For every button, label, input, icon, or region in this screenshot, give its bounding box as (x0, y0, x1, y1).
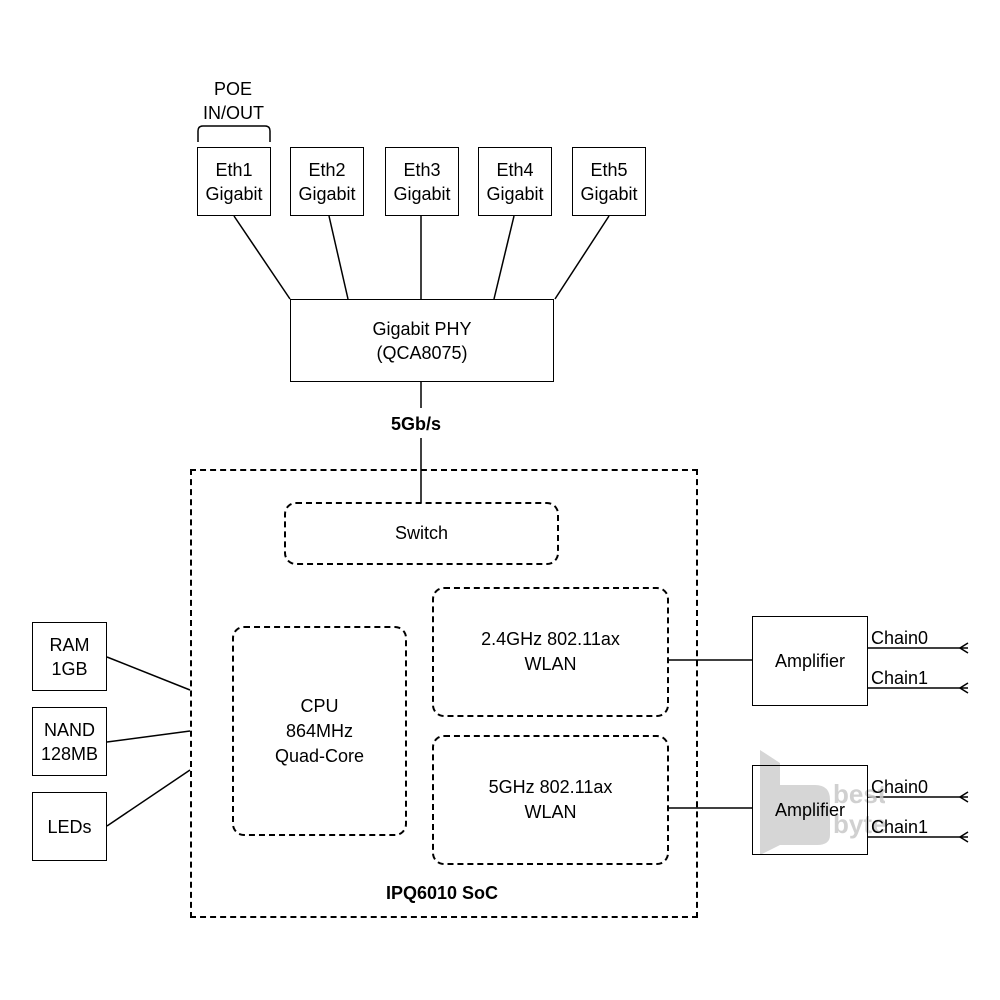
soc-container (190, 469, 698, 918)
cpu-cores: Quad-Core (274, 745, 365, 766)
eth3-port: Eth3 Gigabit (385, 147, 459, 216)
eth1-name: Eth1 (215, 159, 253, 180)
nand-block: NAND 128MB (32, 707, 107, 776)
leds-block: LEDs (32, 792, 107, 861)
amplifier-2g: Amplifier (752, 616, 868, 706)
wlan-2g-standard: 2.4GHz 802.11ax (481, 629, 620, 649)
leds-label: LEDs (47, 816, 92, 837)
eth2-speed: Gigabit (298, 183, 356, 204)
amp1-chain0-arrow (958, 642, 969, 654)
eth5-speed: Gigabit (580, 183, 638, 204)
wlan-2g-block: 2.4GHz 802.11ax WLAN (432, 587, 669, 717)
eth4-link (493, 215, 515, 300)
eth4-port: Eth4 Gigabit (478, 147, 552, 216)
amp1-chain1-arrow (958, 682, 969, 694)
eth2-name: Eth2 (308, 159, 346, 180)
watermark-logo: best byte (760, 750, 885, 855)
amp2-chain1-arrow (958, 831, 969, 843)
eth5-port: Eth5 Gigabit (572, 147, 646, 216)
cpu-block: CPU 864MHz Quad-Core (232, 626, 407, 836)
wlan-5g-block: 5GHz 802.11ax WLAN (432, 735, 669, 865)
link-speed-label: 5Gb/s (391, 414, 442, 434)
eth1-link (233, 215, 291, 300)
amplifier-5g: Amplifier (752, 765, 868, 855)
poe-label-line1: POE (214, 79, 253, 99)
ram-block: RAM 1GB (32, 622, 107, 691)
eth3-speed: Gigabit (393, 183, 451, 204)
eth5-name: Eth5 (590, 159, 628, 180)
amplifier-2g-label: Amplifier (774, 651, 845, 671)
nand-size: 128MB (40, 743, 99, 764)
phy-name: Gigabit PHY (372, 318, 472, 339)
switch-block: Switch (284, 502, 559, 565)
poe-label-line2: IN/OUT (203, 103, 264, 123)
gigabit-phy-block: Gigabit PHY (QCA8075) (290, 299, 554, 382)
nand-link (106, 730, 191, 743)
eth2-link (328, 215, 349, 300)
eth3-name: Eth3 (403, 159, 441, 180)
wlan-2g-label: WLAN (524, 654, 577, 674)
ram-label: RAM (49, 634, 90, 655)
nand-label: NAND (43, 719, 95, 740)
eth4-name: Eth4 (496, 159, 534, 180)
switch-label: Switch (394, 523, 448, 543)
ram-size: 1GB (51, 658, 88, 679)
wlan-5g-standard: 5GHz 802.11ax (488, 777, 613, 797)
amplifier-5g-label: Amplifier (774, 800, 845, 820)
watermark-text-byte: byte (833, 809, 885, 839)
eth5-link (554, 215, 610, 300)
leds-link (106, 769, 191, 827)
wlan-5g-label: WLAN (524, 802, 577, 822)
soc-label: IPQ6010 SoC (386, 883, 499, 903)
amp1-chain1-label: Chain1 (871, 668, 929, 688)
cpu-frequency: 864MHz (285, 720, 354, 741)
amp1-chain0-label: Chain0 (871, 628, 929, 648)
eth1-port: Eth1 Gigabit (197, 147, 271, 216)
poe-bracket (197, 125, 271, 142)
phy-chip: (QCA8075) (376, 342, 468, 363)
cpu-label: CPU (300, 695, 339, 716)
amp2-chain0-label: Chain0 (871, 777, 929, 797)
amp2-chain0-arrow (958, 791, 969, 803)
watermark-text-best: best (833, 779, 885, 809)
ram-link (106, 656, 191, 691)
eth1-speed: Gigabit (205, 183, 263, 204)
eth4-speed: Gigabit (486, 183, 544, 204)
amp2-chain1-label: Chain1 (871, 817, 929, 837)
eth2-port: Eth2 Gigabit (290, 147, 364, 216)
